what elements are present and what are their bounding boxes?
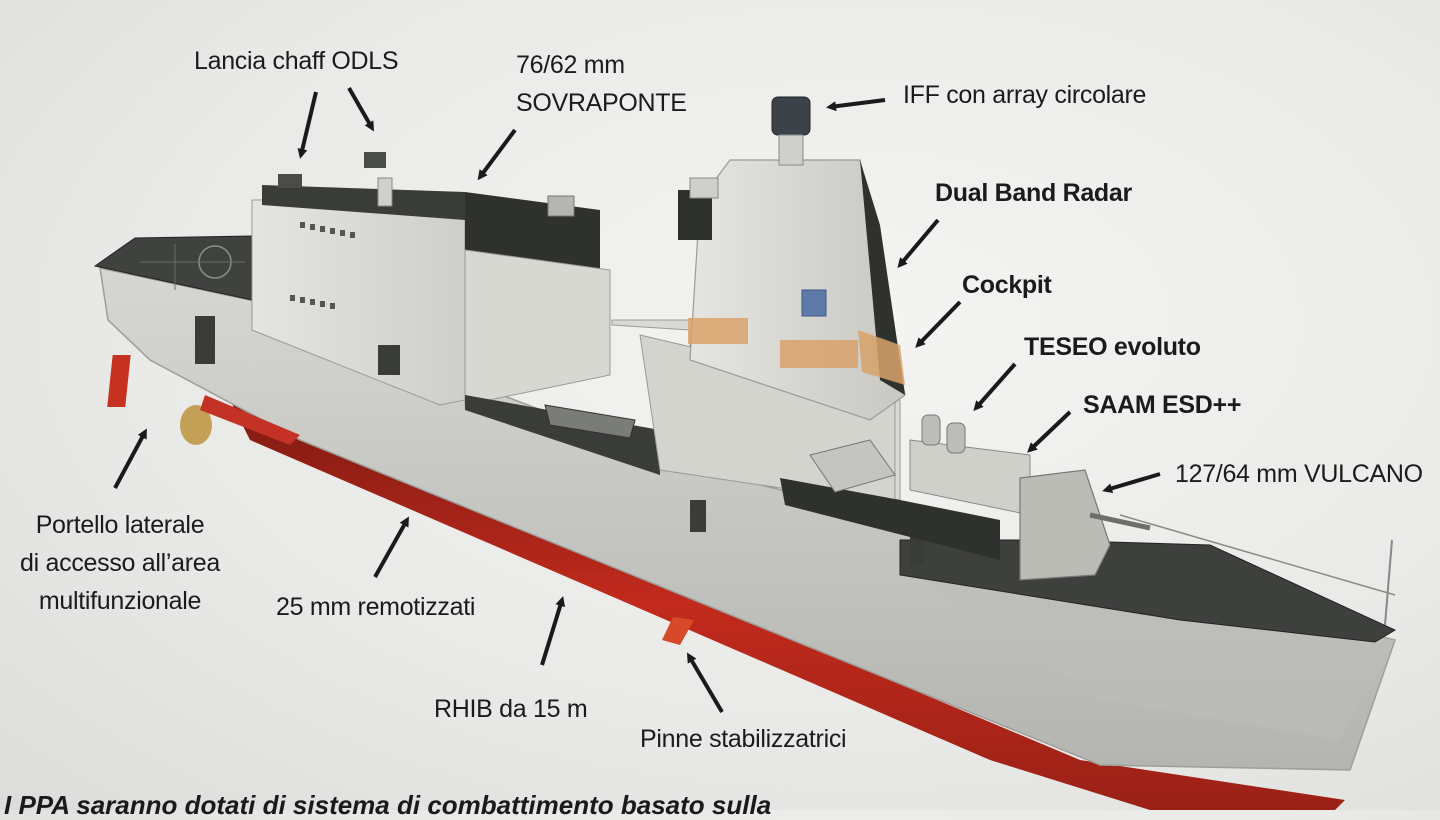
label-vulcano: 127/64 mm VULCANO [1175, 460, 1423, 488]
arrow-rhib [540, 596, 566, 666]
label-side-door: Portello laterale di accesso all’area mu… [14, 506, 226, 620]
label-76mm-line1: 76/62 mm [516, 51, 625, 79]
iff-array [771, 96, 811, 136]
label-25mm: 25 mm remotizzati [276, 593, 476, 621]
label-side-door-line2: di accesso all’area [20, 549, 220, 577]
rudder [107, 355, 131, 407]
arrow-radar [897, 218, 940, 269]
arrow-pinne [686, 652, 724, 714]
arrow-25mm [373, 516, 409, 578]
label-side-door-line3: multifunzionale [38, 587, 202, 615]
gun-127mm [1019, 469, 1111, 581]
caption-text: I PPA saranno dotati di sistema di comba… [4, 790, 772, 820]
label-stabilizer-fins: Pinne stabilizzatrici [640, 725, 847, 753]
stabilizer-fin [662, 617, 694, 645]
label-iff: IFF con array circolare [903, 81, 1147, 109]
arrow-vulcano [1102, 472, 1161, 494]
arrow-teseo [973, 362, 1017, 411]
label-76mm-gun: 76/62 mm SOVRAPONTE [516, 46, 687, 122]
label-saam: SAAM ESD++ [1083, 391, 1242, 419]
arrow-cockpit [915, 300, 962, 348]
label-76mm-line2: SOVRAPONTE [516, 89, 687, 117]
midship-deck [465, 395, 660, 475]
arrow-portello [113, 428, 147, 489]
arrow-saam [1027, 410, 1072, 453]
arrow-76mm [477, 128, 517, 181]
label-side-door-line1: Portello laterale [35, 511, 205, 539]
label-chaff-launcher: Lancia chaff ODLS [194, 47, 399, 75]
label-dual-band-radar: Dual Band Radar [935, 179, 1132, 207]
arrow-chaff-1 [297, 91, 318, 159]
label-teseo: TESEO evoluto [1024, 333, 1201, 361]
label-rhib: RHIB da 15 m [434, 695, 588, 723]
label-cockpit: Cockpit [962, 271, 1052, 299]
arrow-chaff-2 [347, 87, 374, 132]
arrow-iff [826, 98, 886, 112]
propeller [180, 405, 212, 445]
